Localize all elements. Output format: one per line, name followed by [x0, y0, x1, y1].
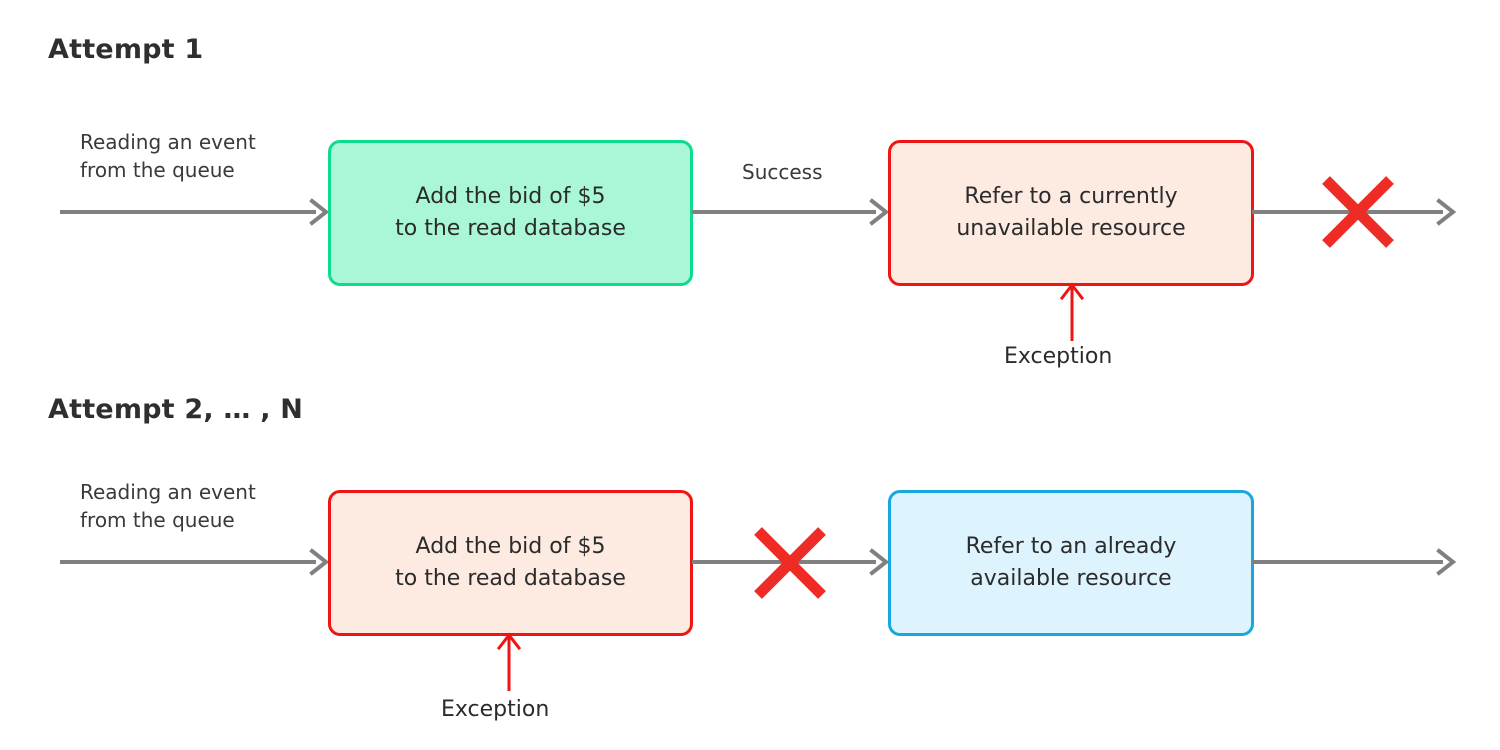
edge-label-success: Success: [742, 160, 823, 184]
exception-label-row2: Exception: [441, 697, 550, 722]
exception-arrow-row2: [496, 632, 522, 693]
process-box-label: Add the bid of $5 to the read database: [395, 534, 626, 591]
flow-arrow-entry-row1: [60, 198, 330, 226]
x-mark-icon-row2: [750, 523, 830, 603]
flow-arrow-entry-row2: [60, 548, 330, 576]
x-mark-icon-row1: [1318, 172, 1398, 252]
process-box-add-bid-error[interactable]: Add the bid of $5 to the read database: [328, 490, 693, 636]
process-box-label: Refer to a currently unavailable resourc…: [956, 184, 1186, 241]
flow-arrow-success-row1: [692, 198, 890, 226]
flow-arrow-exit-row2: [1252, 548, 1457, 576]
edge-label-reading-event-row1: Reading an event from the queue: [80, 130, 256, 182]
exception-label-row1: Exception: [1004, 344, 1113, 369]
process-box-refer-available-resource[interactable]: Refer to an already available resource: [888, 490, 1254, 636]
process-box-label: Add the bid of $5 to the read database: [395, 184, 626, 241]
section-title-attempt-1: Attempt 1: [48, 34, 204, 65]
edge-label-reading-event-row2: Reading an event from the queue: [80, 480, 256, 532]
flow-arrow-middle-row2: [692, 548, 890, 576]
process-box-label: Refer to an already available resource: [965, 534, 1177, 591]
flow-arrow-exit-row1: [1252, 198, 1457, 226]
process-box-refer-unavailable-resource[interactable]: Refer to a currently unavailable resourc…: [888, 140, 1254, 286]
process-box-add-bid-success[interactable]: Add the bid of $5 to the read database: [328, 140, 693, 286]
section-title-attempt-n: Attempt 2, … , N: [48, 394, 304, 425]
exception-arrow-row1: [1059, 282, 1085, 343]
